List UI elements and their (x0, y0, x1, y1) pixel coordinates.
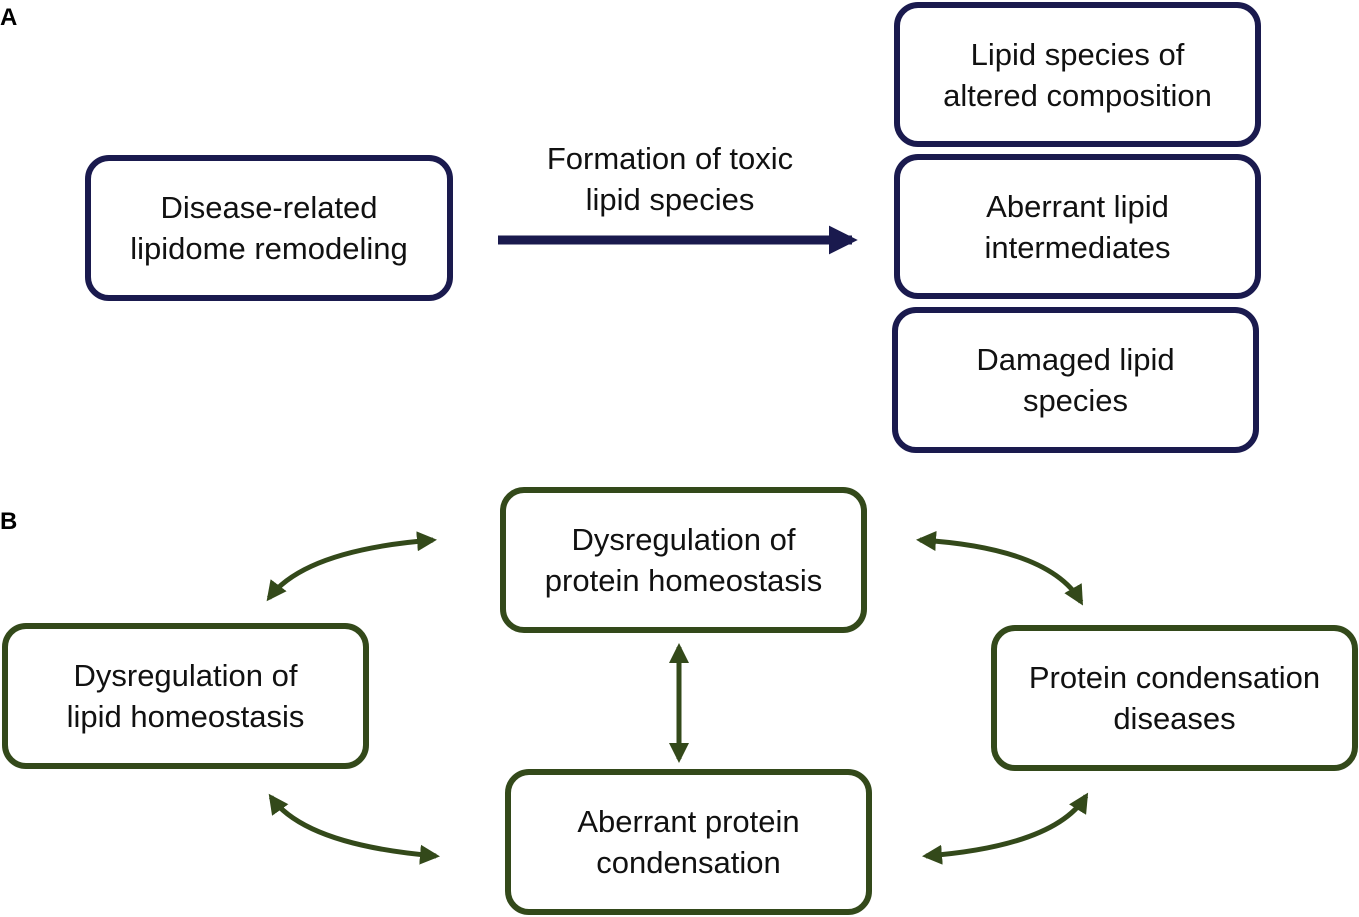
box-line: altered composition (943, 77, 1212, 113)
box-line: intermediates (984, 229, 1171, 265)
box-line: protein homeostasis (544, 563, 823, 598)
aberrant-intermediates-box: Aberrant lipid intermediates (894, 154, 1261, 299)
box-line: Protein condensation (1028, 660, 1321, 695)
arrow-lipid-condensation (268, 793, 440, 865)
condensation-diseases-box: Protein condensation diseases (991, 625, 1358, 771)
box-line: condensation (596, 845, 781, 880)
arrow-lipid-protein-homeostasis (266, 531, 437, 602)
box-line: Lipid species of (970, 36, 1185, 72)
box-line: species (1022, 383, 1129, 418)
altered-composition-box: Lipid species of altered composition (894, 2, 1261, 147)
box-line: diseases (1113, 701, 1236, 736)
aberrant-condensation-box: Aberrant protein condensation (505, 769, 872, 915)
box-line: Damaged lipid (976, 342, 1175, 377)
toxic-lipid-formation-caption: Formation of toxic lipid species (505, 138, 835, 220)
box-line: Aberrant lipid (986, 188, 1169, 224)
box-line: Aberrant protein (577, 804, 800, 839)
lipidome-remodeling-box: Disease-related lipidome remodeling (85, 155, 453, 301)
box-line: lipidome remodeling (130, 231, 408, 266)
panel-a-label: A (0, 4, 18, 31)
protein-homeostasis-box: Dysregulation of protein homeostasis (500, 487, 867, 633)
caption-line: Formation of toxic (546, 141, 794, 176)
lipid-homeostasis-box: Dysregulation of lipid homeostasis (2, 623, 369, 769)
caption-line: lipid species (585, 182, 755, 217)
box-line: Dysregulation of (571, 522, 796, 557)
panel-b-label: B (0, 508, 18, 535)
arrow-condensation-diseases (922, 792, 1089, 865)
damaged-lipid-box: Damaged lipid species (892, 307, 1259, 453)
box-line: Dysregulation of (73, 658, 298, 693)
box-line: lipid homeostasis (66, 699, 305, 734)
box-line: Disease-related (160, 190, 378, 225)
arrow-protein-homeostasis-diseases (916, 531, 1084, 606)
